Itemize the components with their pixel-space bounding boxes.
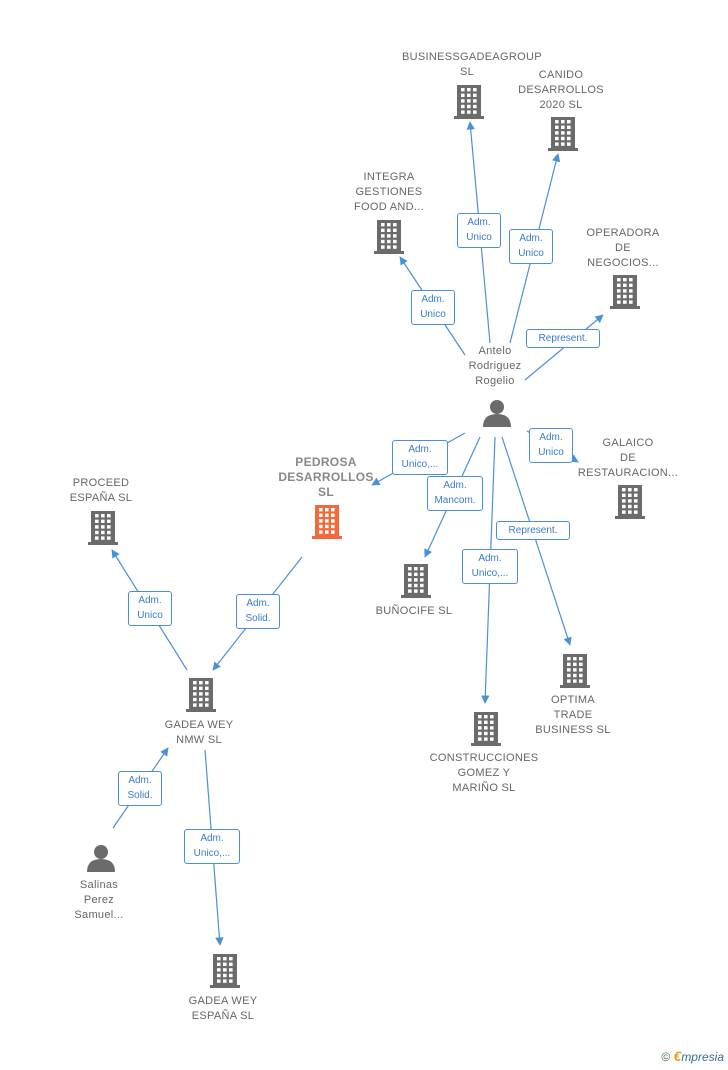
edge-label-antelo-to-operadora[interactable]: Represent. bbox=[526, 328, 600, 348]
icons-layer bbox=[87, 85, 645, 988]
copyright-symbol: © bbox=[661, 1050, 671, 1064]
node-label-gadeanmw[interactable]: GADEA WEY NMW SL bbox=[164, 719, 234, 746]
construcciones-building-icon[interactable] bbox=[471, 712, 501, 746]
node-label-construcciones[interactable]: CONSTRUCCIONES GOMEZ Y MARIÑO SL bbox=[429, 752, 539, 794]
node-label-canido[interactable]: CANIDO DESARROLLOS 2020 SL bbox=[518, 69, 604, 111]
node-label-proceed[interactable]: PROCEED ESPAÑA SL bbox=[69, 477, 133, 504]
node-label-bunocife[interactable]: BUÑOCIFE SL bbox=[375, 605, 453, 617]
bunocife-building-icon[interactable] bbox=[401, 564, 431, 598]
edge-label-antelo-to-pedrosa[interactable]: Adm. Unico,... bbox=[392, 439, 448, 475]
edge-label-antelo-to-integra[interactable]: Adm. Unico bbox=[411, 289, 455, 325]
edge-label-salinas-to-gadeanmw[interactable]: Adm. Solid. bbox=[118, 770, 162, 806]
edge-antelo-to-optima bbox=[501, 436, 572, 646]
node-label-salinas[interactable]: Salinas Perez Samuel... bbox=[74, 879, 124, 921]
integra-building-icon[interactable] bbox=[374, 220, 404, 254]
edge-label-pedrosa-to-gadeanmw[interactable]: Adm. Solid. bbox=[236, 593, 280, 629]
salinas-person-icon[interactable] bbox=[87, 845, 115, 872]
edge-label-antelo-to-optima[interactable]: Represent. bbox=[496, 520, 570, 540]
node-label-pedrosa[interactable]: PEDROSA DESARROLLOS SL bbox=[278, 455, 374, 499]
operadora-building-icon[interactable] bbox=[610, 275, 640, 309]
pedrosa-building-icon[interactable] bbox=[312, 505, 342, 539]
edge-label-gadeanmw-to-gadeaespana[interactable]: Adm. Unico,... bbox=[184, 828, 240, 864]
node-label-operadora[interactable]: OPERADORA DE NEGOCIOS... bbox=[586, 227, 660, 269]
optima-building-icon[interactable] bbox=[560, 654, 590, 688]
brand-name: mpresia bbox=[681, 1050, 724, 1064]
edge-label-antelo-to-galaico[interactable]: Adm. Unico bbox=[529, 427, 573, 463]
node-label-gadeaespana[interactable]: GADEA WEY ESPAÑA SL bbox=[188, 995, 258, 1022]
antelo-person-icon[interactable] bbox=[483, 400, 511, 427]
node-label-galaico[interactable]: GALAICO DE RESTAURACION... bbox=[577, 437, 679, 479]
node-label-integra[interactable]: INTEGRA GESTIONES FOOD AND... bbox=[354, 171, 424, 213]
edge-antelo-to-operadora bbox=[524, 314, 604, 381]
gadeaespana-building-icon[interactable] bbox=[210, 954, 240, 988]
proceed-building-icon[interactable] bbox=[88, 511, 118, 545]
galaico-building-icon[interactable] bbox=[615, 485, 645, 519]
node-label-businessgadeagroup[interactable]: BUSINESSGADEAGROUP SL bbox=[402, 51, 542, 78]
canido-building-icon[interactable] bbox=[548, 117, 578, 151]
edge-label-antelo-to-businessgadeagroup[interactable]: Adm. Unico bbox=[457, 212, 501, 248]
gadeanmw-building-icon[interactable] bbox=[186, 678, 216, 712]
empresia-logo[interactable]: © €mpresia bbox=[661, 1048, 724, 1064]
brand-initial: € bbox=[673, 1048, 682, 1064]
edge-label-antelo-to-bunocife[interactable]: Adm. Mancom. bbox=[427, 475, 483, 511]
node-label-optima[interactable]: OPTIMA TRADE BUSINESS SL bbox=[535, 694, 611, 736]
edge-label-antelo-to-canido[interactable]: Adm. Unico bbox=[509, 228, 553, 264]
node-label-antelo[interactable]: Antelo Rodriguez Rogelio bbox=[468, 345, 522, 387]
businessgadeagroup-building-icon[interactable] bbox=[454, 85, 484, 119]
edge-label-gadeanmw-to-proceed[interactable]: Adm. Unico bbox=[128, 590, 172, 626]
edge-label-antelo-to-construcciones[interactable]: Adm. Unico,... bbox=[462, 548, 518, 584]
